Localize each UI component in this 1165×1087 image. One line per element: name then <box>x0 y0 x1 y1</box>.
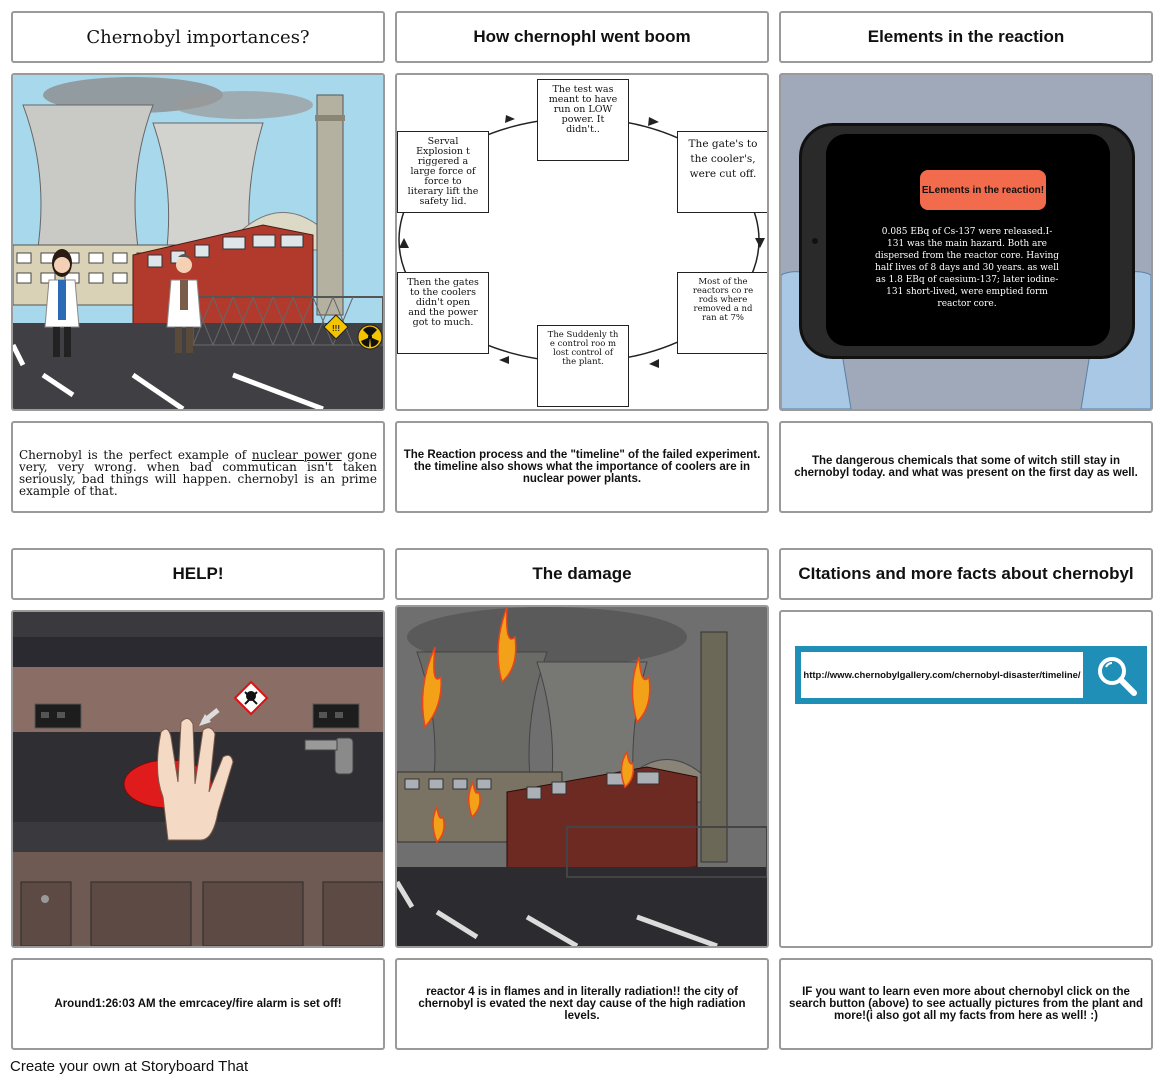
cycle-step-bottom-left: Then the gates to the coolers didn't ope… <box>397 272 489 354</box>
scientist-man <box>166 254 202 353</box>
caption-1-link: nuclear power <box>251 448 342 462</box>
panel-1-title: Chernobyl importances? <box>86 26 310 48</box>
panel-5-caption-box: reactor 4 is in flames and in literally … <box>395 958 769 1050</box>
tablet-frame: ELements in the reaction! 0.085 EBq of C… <box>799 123 1135 359</box>
footer-link[interactable]: Create your own at Storyboard That <box>10 1058 249 1075</box>
panel-1-scene: !!! <box>11 73 385 411</box>
panel-6-title: CItations and more facts about chernobyl <box>798 564 1134 583</box>
elements-button[interactable]: ELements in the reaction! <box>920 170 1046 210</box>
cycle-step-top-right: The gate's to the cooler's, were cut off… <box>677 131 767 213</box>
cycle-step-bottom: The Suddenly th e control roo m lost con… <box>537 325 629 407</box>
panel-3-caption: The dangerous chemicals that some of wit… <box>794 455 1138 479</box>
panel-2-title-box: How chernophl went boom <box>395 11 769 63</box>
panel-5-damage-scene <box>395 605 769 948</box>
panel-1-caption: Chernobyl is the perfect example of nucl… <box>19 449 377 497</box>
panel-2-cycle: The test was meant to have run on LOW po… <box>395 73 769 411</box>
alarm-illustration <box>13 612 383 946</box>
panel-3-caption-box: The dangerous chemicals that some of wit… <box>779 421 1153 513</box>
tablet-camera <box>812 238 818 244</box>
search-button[interactable] <box>1085 646 1147 704</box>
panel-5-caption: reactor 4 is in flames and in literally … <box>418 986 746 1022</box>
panel-4-title-box: HELP! <box>11 548 385 600</box>
search-url: http://www.chernobylgallery.com/chernoby… <box>803 669 1081 681</box>
panel-4-caption: Around1:26:03 AM the emrcacey/fire alarm… <box>54 998 342 1010</box>
panel-4-title: HELP! <box>172 564 224 583</box>
panel-5-title: The damage <box>532 564 632 583</box>
scientist-woman <box>44 249 80 357</box>
tablet-screen: ELements in the reaction! 0.085 EBq of C… <box>826 134 1110 346</box>
caption-1-part-a: Chernobyl is the perfect example of <box>19 448 252 462</box>
cycle-step-top-left: Serval Explosion t riggered a large forc… <box>397 131 489 213</box>
panel-3-title: Elements in the reaction <box>867 27 1065 46</box>
panel-6-caption: IF you want to learn even more about che… <box>788 986 1143 1022</box>
hazard-mark: !!! <box>332 324 340 333</box>
search-input[interactable]: http://www.chernobylgallery.com/chernoby… <box>801 652 1083 698</box>
panel-5-title-box: The damage <box>395 548 769 600</box>
nuclear-plant-illustration: !!! <box>13 75 383 409</box>
elements-button-label: ELements in the reaction! <box>921 184 1045 196</box>
panel-2-caption-box: The Reaction process and the "timeline" … <box>395 421 769 513</box>
cycle-step-bottom-right: Most of the reactors co re rods where re… <box>677 272 767 354</box>
panel-1-title-box: Chernobyl importances? <box>11 11 385 63</box>
panel-2-caption: The Reaction process and the "timeline" … <box>403 449 761 485</box>
panel-1-caption-box: Chernobyl is the perfect example of nucl… <box>11 421 385 513</box>
panel-3-tablet-scene: ELements in the reaction! 0.085 EBq of C… <box>779 73 1153 411</box>
magnifier-icon <box>1098 657 1137 696</box>
panel-4-alarm-scene <box>11 610 385 948</box>
burning-plant-illustration <box>397 607 767 946</box>
panel-6-caption-box: IF you want to learn even more about che… <box>779 958 1153 1050</box>
panel-2-title: How chernophl went boom <box>473 27 691 46</box>
search-bar: http://www.chernobylgallery.com/chernoby… <box>795 646 1147 704</box>
fire-icons <box>421 607 651 844</box>
panel-6-title-box: CItations and more facts about chernobyl <box>779 548 1153 600</box>
caption-1-part-b: gone very, very wrong. when bad commutic… <box>19 448 377 498</box>
panel-6-search-scene: http://www.chernobylgallery.com/chernoby… <box>779 610 1153 948</box>
cycle-step-top: The test was meant to have run on LOW po… <box>537 79 629 161</box>
tablet-text: 0.085 EBq of Cs-137 were released.I-131 … <box>874 227 1060 309</box>
panel-3-title-box: Elements in the reaction <box>779 11 1153 63</box>
panel-4-caption-box: Around1:26:03 AM the emrcacey/fire alarm… <box>11 958 385 1050</box>
